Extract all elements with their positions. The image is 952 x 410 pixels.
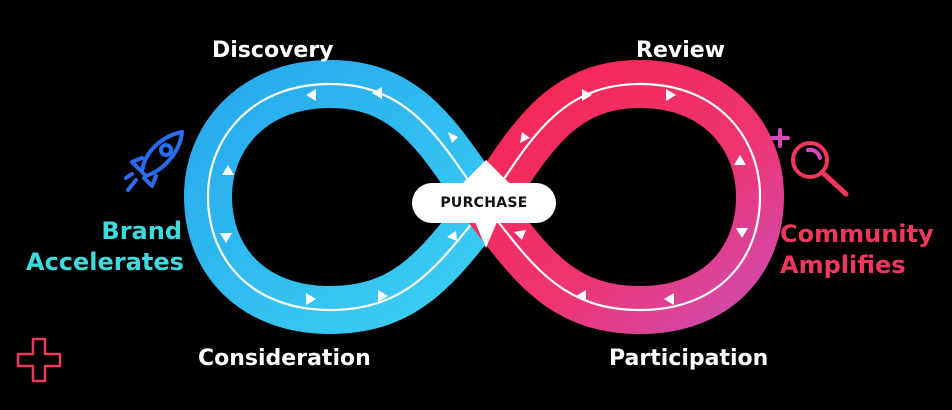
arrow-left-bottom-3 — [447, 231, 457, 241]
left-loop-track — [206, 82, 487, 312]
arrow-right-top-3 — [666, 89, 676, 101]
arrow-left-side-1 — [222, 165, 234, 175]
arrow-left-top-3 — [448, 132, 458, 143]
arrow-right-top-1 — [520, 132, 530, 143]
arrow-right-side-2 — [736, 228, 748, 238]
arrow-left-top-2 — [372, 87, 382, 99]
arrow-left-bottom-1 — [306, 293, 316, 305]
accelerates-line: Accelerates — [26, 248, 184, 276]
plus-icon — [16, 337, 62, 383]
arrow-left-top-1 — [306, 89, 316, 101]
stage-participation: Participation — [609, 346, 769, 371]
arrow-right-bottom-2 — [576, 290, 586, 302]
arrow-right-top-2 — [582, 89, 592, 101]
left-loop — [183, 59, 506, 335]
arrow-left-bottom-2 — [378, 290, 388, 302]
stage-consideration: Consideration — [198, 346, 371, 371]
arrow-right-bottom-1 — [664, 293, 674, 305]
stage-review: Review — [636, 38, 725, 63]
arrow-left-side-2 — [220, 233, 232, 243]
magnifier-sparkle-icon — [770, 128, 849, 197]
rocket-icon — [124, 130, 184, 192]
flow-arrows — [220, 87, 748, 305]
stage-discovery: Discovery — [212, 38, 334, 63]
arrow-right-side-1 — [734, 155, 746, 165]
arrow-right-bottom-3 — [514, 230, 526, 240]
purchase-label: PURCHASE — [440, 195, 528, 211]
purchase-pill: PURCHASE — [412, 183, 556, 223]
amplifies-line: Amplifies — [780, 251, 906, 279]
brand-line: Brand — [101, 217, 182, 245]
brand-accelerates-label: Brand Accelerates — [26, 216, 184, 278]
community-amplifies-label: Community Amplifies — [780, 219, 934, 281]
community-line: Community — [780, 220, 934, 248]
